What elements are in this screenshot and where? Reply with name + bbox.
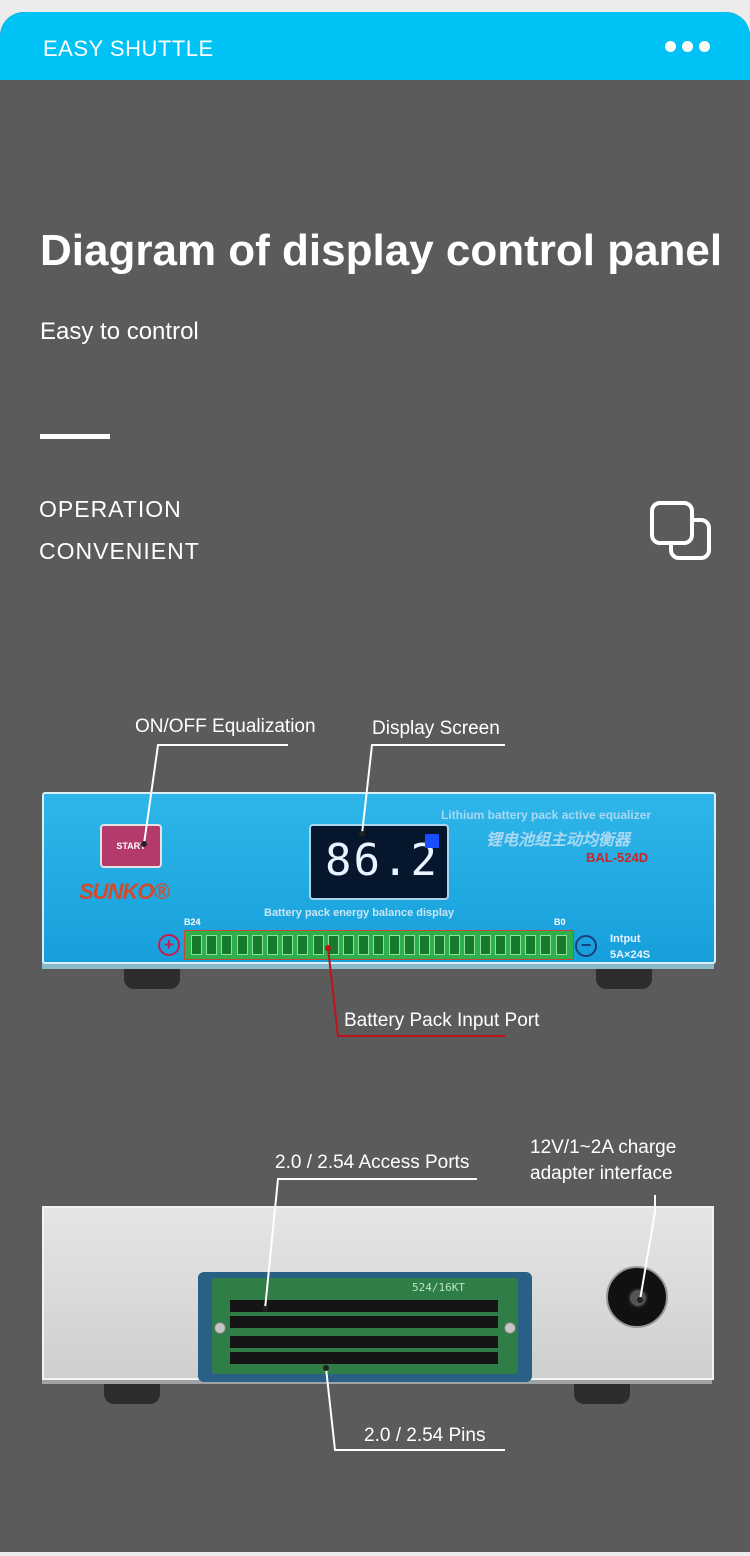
input-spec: Intput 5A×24S [610, 933, 651, 961]
top-bar: EASY SHUTTLE [0, 12, 750, 80]
model-number: BAL-524D [586, 850, 649, 865]
device-foot [104, 1384, 160, 1404]
page-subtitle: Easy to control [40, 318, 199, 345]
callout-pins: 2.0 / 2.54 Pins [364, 1425, 486, 1446]
pcb-label: 524/16KT [412, 1281, 465, 1294]
callout-access-ports: 2.0 / 2.54 Access Ports [275, 1152, 470, 1173]
start-button[interactable]: START [100, 824, 162, 868]
minus-icon: − [575, 935, 597, 957]
callout-adapter-line1: 12V/1~2A charge [530, 1137, 677, 1158]
model-name-en: Lithium battery pack active equalizer [441, 808, 652, 822]
callout-input-port: Battery Pack Input Port [344, 1010, 540, 1031]
feature-line-1: OPERATION [39, 496, 182, 522]
pin-header [230, 1316, 498, 1328]
display-caption: Battery pack energy balance display [264, 907, 455, 919]
pin-header [230, 1352, 498, 1364]
page-frame: EASY SHUTTLE Diagram of display control … [0, 12, 750, 1552]
screw [214, 1322, 226, 1334]
page-title: Diagram of display control panel [40, 226, 723, 275]
more-dots-icon[interactable] [665, 41, 710, 52]
display-value: 86.2 [325, 835, 439, 886]
pcb-board: 524/16KT [212, 1278, 518, 1374]
dc-power-jack[interactable] [606, 1266, 668, 1328]
model-name-cn: 锂电池组主动均衡器 [486, 832, 631, 849]
device-foot [596, 969, 652, 989]
front-panel: START SUNKO® 86.2 Lithium battery pack a… [42, 792, 716, 964]
pin-header [230, 1300, 498, 1312]
terminal-label-left: B24 [184, 917, 201, 927]
callout-display: Display Screen [372, 718, 500, 739]
brand-title: EASY SHUTTLE [43, 36, 214, 61]
brand-logo: SUNKO® [79, 879, 170, 904]
screw [504, 1322, 516, 1334]
pcb-mount: 524/16KT [198, 1272, 532, 1382]
device-foot [574, 1384, 630, 1404]
callout-adapter-line2: adapter interface [530, 1163, 673, 1184]
feature-line-2: CONVENIENT [39, 538, 200, 564]
copy-icon [650, 501, 711, 560]
input-terminal-block [184, 930, 574, 960]
device-foot [124, 969, 180, 989]
plus-icon: + [158, 934, 180, 956]
display-screen: 86.2 [309, 824, 449, 900]
callout-onoff: ON/OFF Equalization [135, 716, 316, 737]
terminal-label-right: B0 [554, 917, 566, 927]
indicator-led [425, 834, 439, 848]
pin-header [230, 1336, 498, 1348]
divider [40, 434, 110, 439]
